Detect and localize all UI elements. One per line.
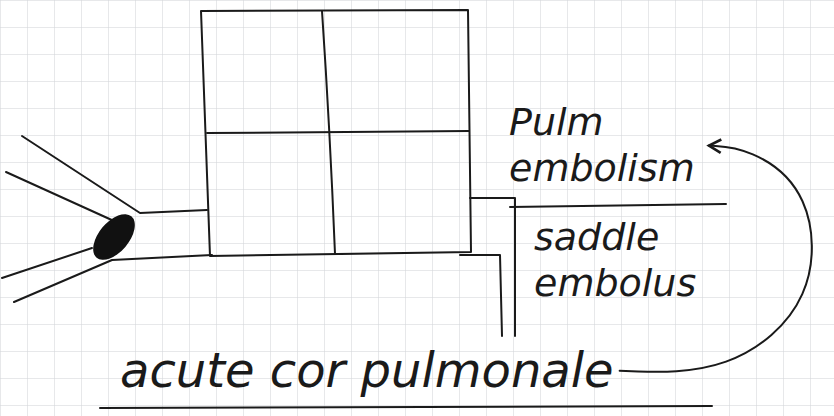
vessel-wall	[14, 255, 212, 302]
vessel-wall	[6, 172, 125, 226]
underline	[100, 406, 712, 408]
text-node: acute cor pulmonale	[116, 340, 618, 402]
vessel-wall	[2, 248, 92, 278]
note-text: saddle embolus	[534, 215, 726, 306]
leader-line	[470, 198, 515, 336]
valve-line	[207, 131, 469, 133]
text-node: Pulm embolism	[505, 98, 705, 193]
note-text: Pulm embolism	[509, 100, 701, 191]
leader-line	[460, 255, 502, 336]
text-node: saddle embolus	[530, 213, 730, 308]
divider-line	[510, 204, 726, 207]
heart-outline	[201, 10, 471, 256]
note-text: acute cor pulmonale	[120, 342, 614, 400]
vessel-wall	[22, 136, 207, 213]
clot	[85, 207, 143, 268]
